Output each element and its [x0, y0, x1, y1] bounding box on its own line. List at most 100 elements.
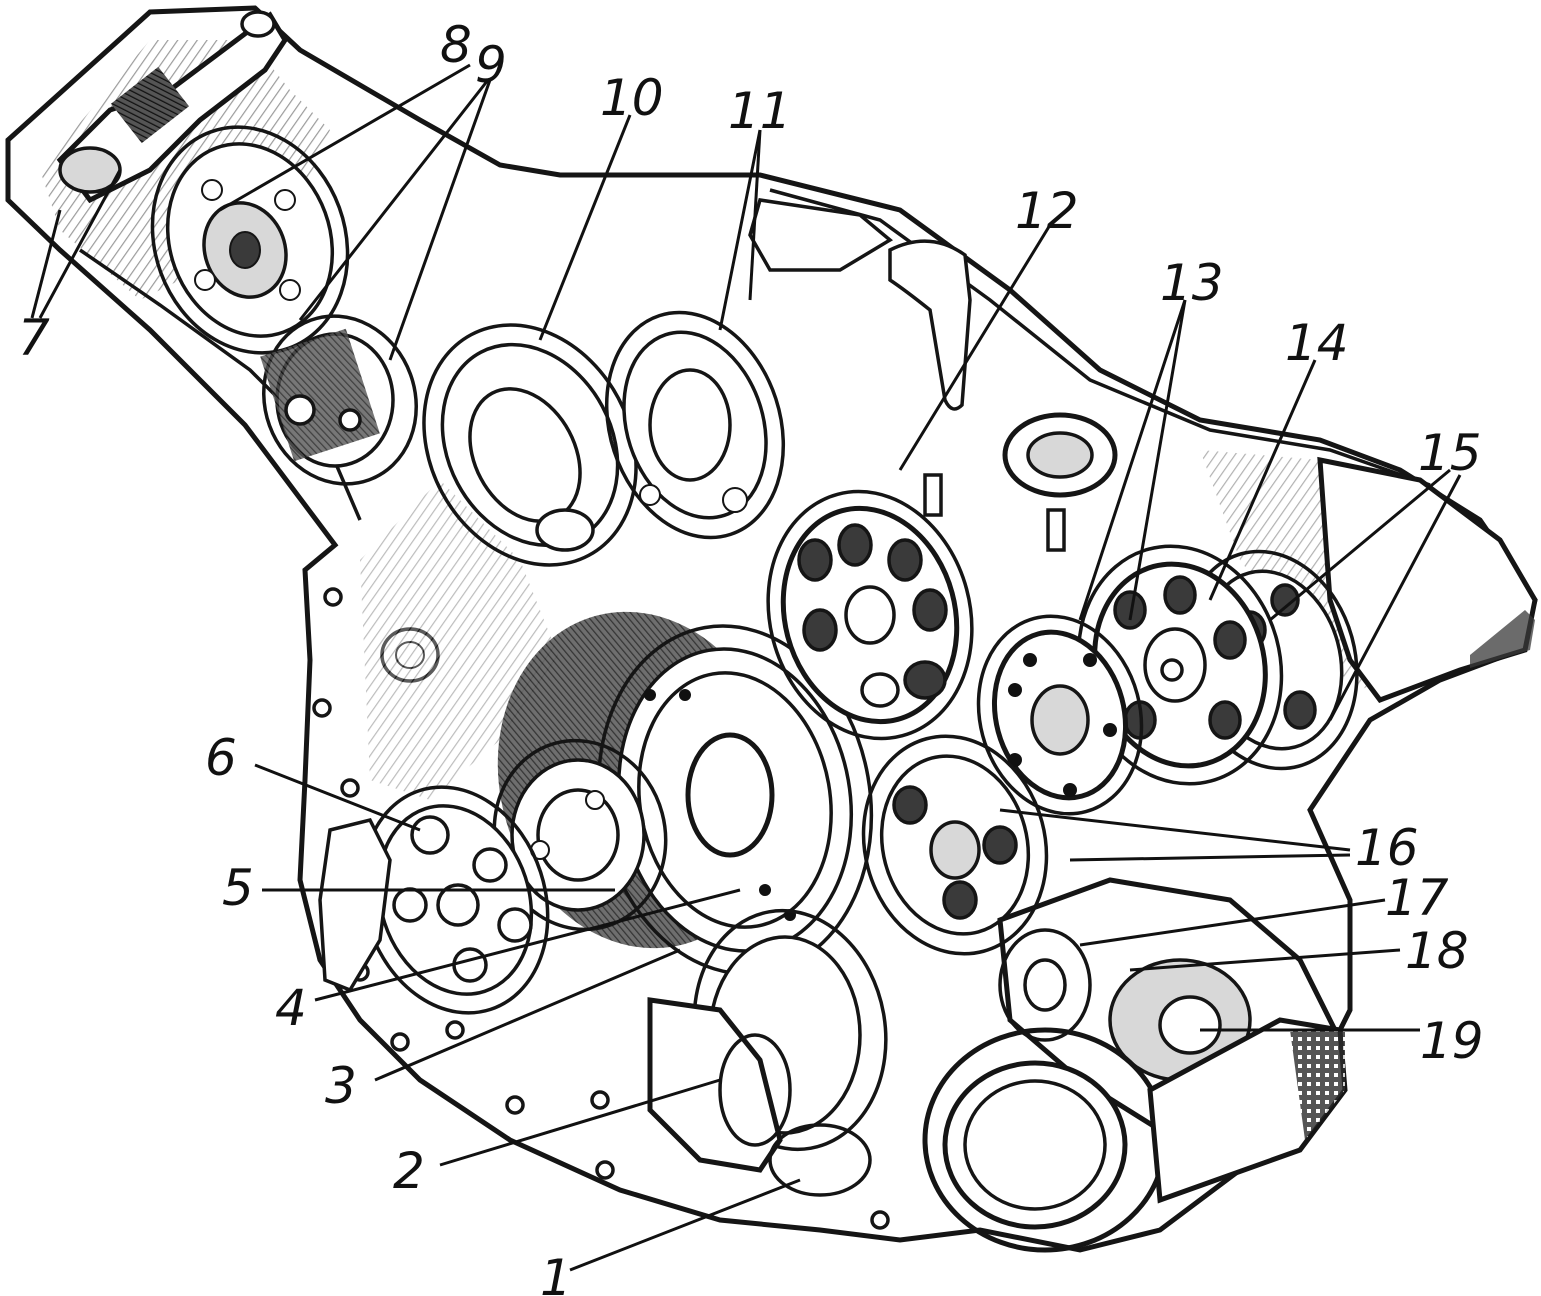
gear-13-hole	[1063, 783, 1077, 797]
gear-6-hole	[392, 887, 428, 923]
case-end-shade	[1470, 610, 1535, 668]
leader-9a	[298, 79, 490, 321]
callout-8: 8	[440, 16, 472, 74]
gear-8-hole	[194, 269, 216, 291]
flange-hole	[312, 698, 332, 718]
callout-1: 1	[540, 1249, 572, 1296]
leader-13b	[1128, 299, 1187, 621]
gear-11-teeth	[604, 310, 786, 540]
leader-6	[254, 763, 421, 832]
callout-7: 7	[18, 309, 50, 367]
gear-6-hole	[472, 847, 508, 883]
leader-9b	[388, 79, 492, 361]
leader-11a	[718, 129, 762, 331]
callout-12: 12	[1015, 182, 1079, 240]
gear-12-hole	[903, 660, 947, 700]
upper-drive-assembly	[56, 10, 418, 486]
crankshaft-gear-assembly	[318, 611, 888, 1197]
gear-13-hole	[1083, 653, 1097, 667]
case-rib	[748, 198, 894, 272]
gear-10-teeth	[422, 323, 638, 567]
gear-3-dot	[759, 884, 771, 896]
gear-6-hole	[452, 947, 488, 983]
gear-14-hole	[1208, 700, 1242, 740]
gear-13-hole	[1103, 723, 1117, 737]
gear-19-hub	[1158, 995, 1222, 1055]
callout-15: 15	[1418, 424, 1482, 482]
gear-11-pin	[722, 487, 748, 513]
callout-19: 19	[1420, 1012, 1484, 1070]
gear-12-stud	[923, 473, 943, 517]
callout-2: 2	[393, 1142, 425, 1200]
gear-16-hole	[942, 880, 978, 920]
gear-12-hole	[797, 538, 833, 582]
gear-12-hole	[837, 523, 873, 567]
callout-13: 13	[1160, 254, 1224, 312]
gear-14-hub	[1143, 627, 1207, 703]
gear-5-hub	[536, 788, 620, 882]
leader-18	[1129, 948, 1401, 972]
leader-3	[374, 948, 681, 1082]
gear-8-hole	[201, 179, 223, 201]
oil-spout	[888, 239, 972, 411]
gear-11-hub	[648, 368, 732, 482]
gear-14-hole	[1213, 620, 1247, 660]
flange-hole	[445, 1020, 465, 1040]
gear-3-dot	[644, 689, 656, 701]
gear-6-hole	[497, 907, 533, 943]
gear-1-rim	[768, 1123, 872, 1197]
gear-9-teeth	[262, 314, 418, 486]
leader-15b	[1328, 474, 1462, 721]
gear-6-cover	[318, 817, 392, 993]
case-rim-line	[79, 188, 1431, 521]
flange-hole	[590, 1090, 610, 1110]
leader-11b	[748, 129, 762, 301]
callout-6: 6	[205, 729, 237, 787]
gear-3-dot	[679, 689, 691, 701]
pulley-inner	[963, 1079, 1107, 1211]
leader-7b	[38, 169, 122, 319]
flange-hole	[390, 1032, 410, 1052]
gear-14-hole	[1163, 575, 1197, 615]
small-gear-left-hub	[1023, 958, 1067, 1012]
case-end-face	[1317, 456, 1538, 703]
gear-13-hub	[1030, 684, 1090, 756]
leader-2	[439, 1078, 721, 1167]
lower-right-drive	[861, 734, 1348, 1253]
gear-5-web	[510, 758, 646, 912]
camshaft-gears-upper	[422, 310, 786, 567]
gear-8-hole	[274, 189, 296, 211]
leader-7a	[30, 209, 62, 319]
leader-14	[1208, 359, 1317, 601]
gear-13-stud	[1046, 508, 1066, 552]
leader-lines	[30, 63, 1462, 1272]
gear-16-hole	[982, 825, 1018, 865]
flange-hole	[505, 1095, 525, 1115]
flange-hole	[340, 778, 360, 798]
leader-10	[538, 114, 632, 341]
gear-8-hole	[279, 279, 301, 301]
filler-bore	[1026, 431, 1094, 479]
leader-13a	[1078, 299, 1187, 621]
leader-16a	[999, 808, 1351, 852]
callout-17: 17	[1385, 869, 1449, 927]
gear-12-hole	[860, 672, 900, 708]
gear-12-hole	[802, 608, 838, 652]
shaft-end	[240, 10, 276, 38]
shaft-spline	[110, 66, 190, 144]
flange-hole	[870, 1210, 890, 1230]
gear-6-hub	[436, 883, 480, 927]
gear-13-hole	[1008, 683, 1022, 697]
gear-8-bore	[229, 231, 261, 269]
leader-1	[569, 1178, 801, 1272]
gear-12-teeth	[766, 489, 974, 741]
callout-11: 11	[728, 82, 792, 140]
leader-15a	[1269, 468, 1451, 622]
gear-12	[766, 473, 974, 741]
gear-14-bore	[1160, 658, 1184, 682]
belt-run-edge	[1290, 1030, 1345, 1140]
gear-13-hole	[1023, 653, 1037, 667]
gear-9-pin	[338, 408, 362, 432]
flange-hole	[595, 1160, 615, 1180]
